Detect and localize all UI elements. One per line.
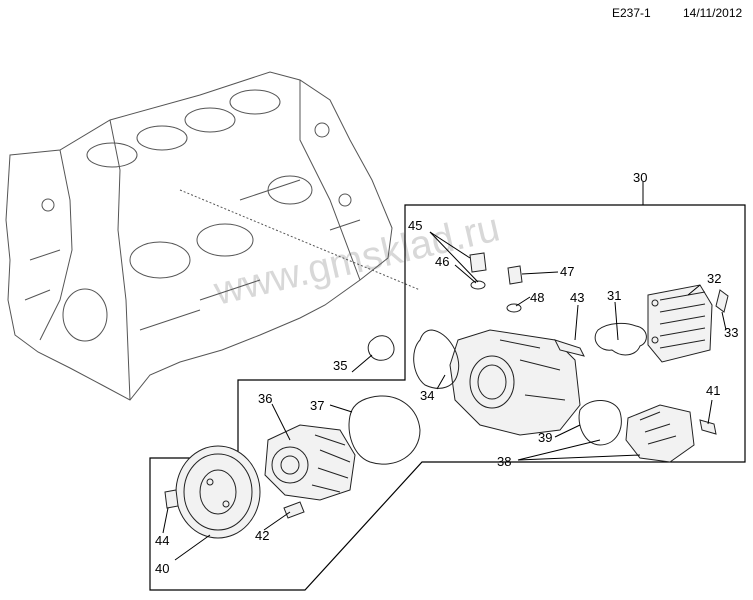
callout-47: 47 bbox=[560, 264, 574, 279]
pump-housing bbox=[449, 329, 581, 436]
callout-39: 39 bbox=[538, 430, 552, 445]
callout-32: 32 bbox=[707, 271, 721, 286]
callout-41: 41 bbox=[706, 383, 720, 398]
thermostat-housing bbox=[625, 404, 695, 463]
callout-38: 38 bbox=[497, 454, 511, 469]
engine-block-drawing bbox=[5, 71, 421, 401]
callout-33: 33 bbox=[724, 325, 738, 340]
callout-34: 34 bbox=[420, 388, 434, 403]
water-pump bbox=[264, 424, 356, 501]
bolt-43 bbox=[554, 339, 585, 357]
callout-43: 43 bbox=[570, 290, 584, 305]
pump-gasket bbox=[348, 395, 421, 465]
plug-47 bbox=[507, 265, 523, 285]
diagram-code: E237-1 bbox=[612, 6, 651, 20]
plug-45 bbox=[469, 252, 487, 273]
callout-40: 40 bbox=[155, 561, 169, 576]
callout-44: 44 bbox=[155, 533, 169, 548]
bolt-33 bbox=[715, 289, 729, 313]
callout-37: 37 bbox=[310, 398, 324, 413]
callout-48: 48 bbox=[530, 290, 544, 305]
bolt-41 bbox=[699, 419, 717, 435]
oil-cooler bbox=[647, 284, 713, 363]
bolt-42 bbox=[283, 501, 305, 519]
seal-ring bbox=[367, 335, 395, 361]
callout-42: 42 bbox=[255, 528, 269, 543]
pump-pulley bbox=[175, 445, 261, 539]
diagram-date: 14/11/2012 bbox=[683, 6, 743, 20]
callout-30: 30 bbox=[633, 170, 647, 185]
cooler-gasket bbox=[594, 322, 647, 356]
leader-lines bbox=[162, 182, 727, 561]
washer-46 bbox=[470, 280, 486, 290]
callout-31: 31 bbox=[607, 288, 621, 303]
assembly-frame bbox=[149, 204, 746, 591]
thermostat-seal bbox=[578, 400, 622, 446]
washer-48 bbox=[506, 303, 522, 313]
housing-gasket bbox=[413, 329, 460, 389]
callout-45: 45 bbox=[408, 218, 422, 233]
callout-35: 35 bbox=[333, 358, 347, 373]
callout-36: 36 bbox=[258, 391, 272, 406]
callout-46: 46 bbox=[435, 254, 449, 269]
bolt-44 bbox=[164, 489, 179, 509]
